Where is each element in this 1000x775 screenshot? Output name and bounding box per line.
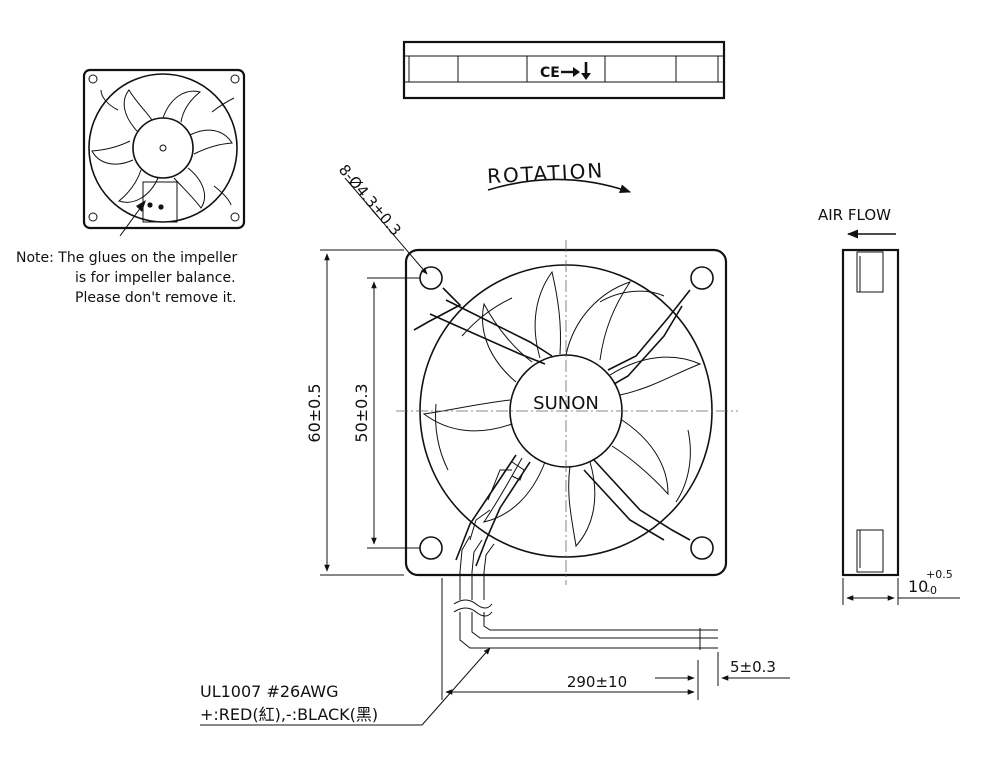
side-view bbox=[841, 248, 900, 577]
glue-pointer-arrow bbox=[119, 200, 146, 237]
rotation-label: ROTATION bbox=[487, 158, 605, 188]
strip-dimension-text: 5±0.3 bbox=[730, 658, 776, 676]
lead-length-dimension: 290±10 bbox=[441, 578, 699, 700]
thickness-dimension: 10 +0.5 -0 bbox=[842, 568, 960, 605]
ce-text: CE bbox=[540, 65, 560, 81]
thumbnail-blades bbox=[91, 89, 235, 209]
air-flow-label: AIR FLOW bbox=[818, 206, 891, 224]
pitch-dimension-text: 50±0.3 bbox=[352, 383, 371, 442]
hole-dimension: 8-Ø4.3±0.3 bbox=[335, 161, 428, 275]
top-view: CE bbox=[402, 40, 726, 100]
note-line-1: Note: The glues on the impeller bbox=[16, 250, 238, 266]
hole-dimension-text: 8-Ø4.3±0.3 bbox=[335, 161, 405, 239]
lead-wires bbox=[453, 572, 718, 650]
fan-blades bbox=[422, 270, 702, 548]
lead-length-text: 290±10 bbox=[567, 673, 627, 691]
note-line-3: Please don't remove it. bbox=[75, 290, 236, 306]
front-view: SUNON bbox=[396, 240, 738, 585]
thickness-upper-text: +0.5 bbox=[926, 568, 953, 581]
strip-dimension: 5±0.3 bbox=[655, 652, 790, 686]
brand-label: SUNON bbox=[533, 393, 599, 414]
thickness-lower-text: -0 bbox=[926, 584, 937, 597]
ce-mark: CE bbox=[540, 62, 591, 81]
wire-colors-text: +:RED(紅),-:BLACK(黑) bbox=[200, 705, 378, 724]
wire-spec-text: UL1007 #26AWG bbox=[200, 682, 338, 701]
thickness-base-text: 10 bbox=[908, 577, 928, 596]
rotation-arrow bbox=[487, 178, 632, 193]
frame-spokes bbox=[413, 287, 691, 567]
wire-channel bbox=[459, 461, 525, 573]
pitch-dimension: 50±0.3 bbox=[352, 277, 420, 549]
wire-spec-leader bbox=[200, 647, 491, 726]
outer-dimension-text: 60±0.5 bbox=[305, 383, 324, 442]
outer-dimension: 60±0.5 bbox=[305, 249, 404, 576]
back-view-thumbnail bbox=[82, 68, 246, 237]
note-line-2: is for impeller balance. bbox=[75, 270, 236, 286]
